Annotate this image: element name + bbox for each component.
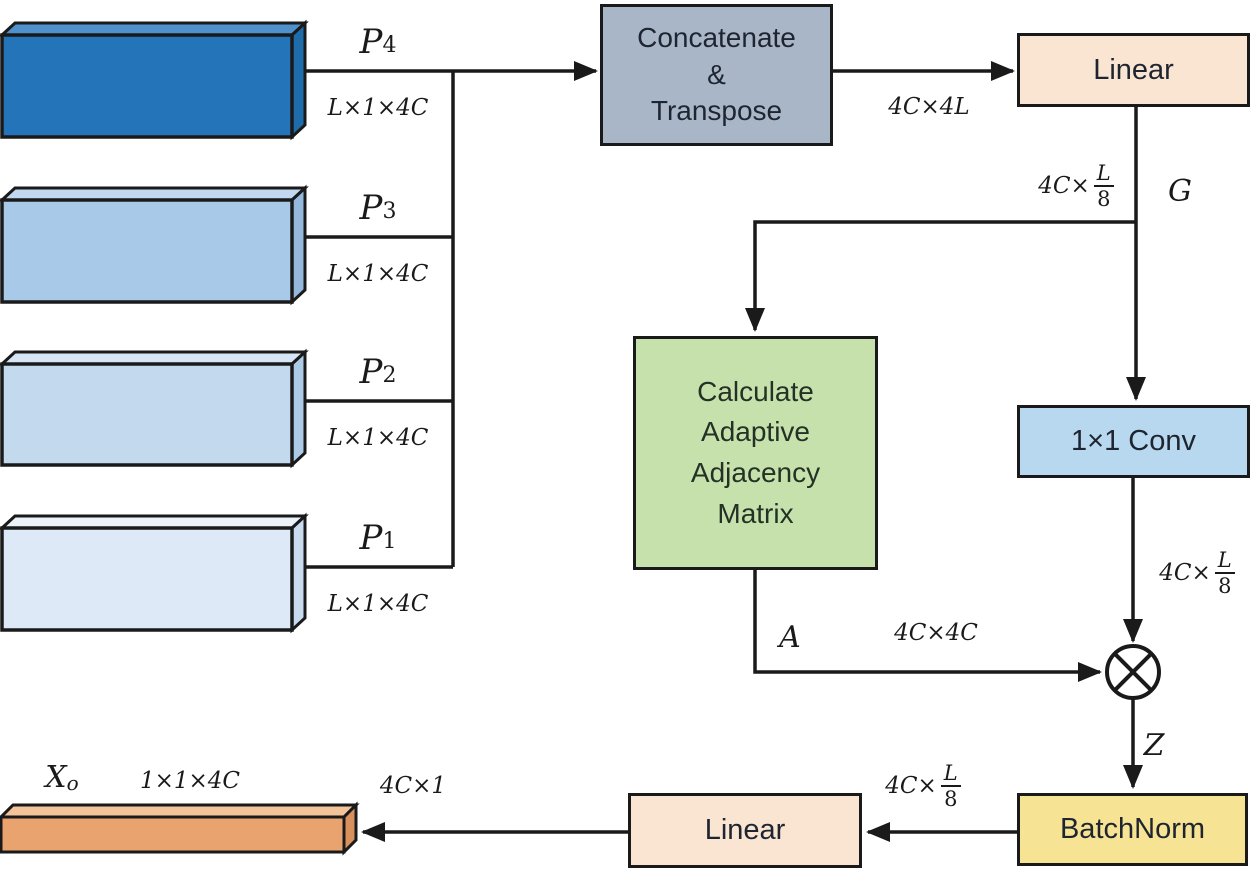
adjacency-line-2: Adaptive xyxy=(701,416,810,448)
p1-dim-label: L×1×4C xyxy=(327,591,429,617)
adjacency-line-4: Matrix xyxy=(717,497,794,529)
output-bar-top-face xyxy=(0,803,360,819)
conv-out-denominator: 8 xyxy=(1218,574,1232,598)
edge-adjacency-to-matmul xyxy=(753,570,1102,682)
a-dim-label: 4C×4C xyxy=(894,620,978,646)
adjacency-line-3: Adjacency xyxy=(690,457,821,488)
bn-out-numerator: L xyxy=(940,762,961,787)
p2-top-face xyxy=(0,350,309,366)
concat-line-2: & xyxy=(707,58,726,90)
conv-out-numerator: L xyxy=(1214,549,1235,574)
a-variable-label: A xyxy=(779,619,801,655)
p3-top-face xyxy=(0,186,309,202)
linear-top-block: Linear xyxy=(1017,33,1250,107)
conv-out-prefix: 4C× xyxy=(1159,560,1211,586)
g-variable-label: G xyxy=(1168,173,1192,209)
p4-side-face xyxy=(290,19,307,141)
linear-bottom-block: Linear xyxy=(628,793,862,868)
linear-top-label: Linear xyxy=(1093,53,1174,86)
p4-top-face xyxy=(0,21,309,37)
edge-g-branch-to-adjacency xyxy=(745,220,1136,332)
matmul-diagonal-2 xyxy=(1113,652,1153,692)
p1-label-base: P xyxy=(359,518,383,558)
p3-front-face xyxy=(0,198,294,304)
p2-front-face xyxy=(0,362,294,467)
input-tensor-p4 xyxy=(0,19,309,141)
matmul-operator-icon xyxy=(1105,644,1161,700)
p3-side-face xyxy=(290,184,307,306)
concat-line-3: Transpose xyxy=(650,95,783,127)
p2-side-face xyxy=(290,348,307,469)
output-label-base: X xyxy=(45,759,67,795)
batchnorm-block: BatchNorm xyxy=(1017,793,1248,866)
concat-out-dim-label: 4C×4L xyxy=(888,94,970,120)
output-bar-front-face xyxy=(0,815,346,854)
input-tensor-p2 xyxy=(0,348,309,469)
conv-1x1-block: 1×1 Conv xyxy=(1017,405,1250,478)
batchnorm-label: BatchNorm xyxy=(1059,813,1206,845)
p1-side-face xyxy=(290,512,307,634)
concatenate-transpose-block: Concatenate & Transpose xyxy=(600,4,833,146)
p4-dim-label: L×1×4C xyxy=(327,95,429,121)
concat-line-1: Concatenate xyxy=(637,22,796,54)
g-dim-denominator: 8 xyxy=(1097,187,1111,211)
p4-front-face xyxy=(0,33,294,139)
g-dim-numerator: L xyxy=(1093,162,1114,187)
input-tensor-p3 xyxy=(0,184,309,306)
g-dim-prefix: 4C× xyxy=(1038,173,1090,199)
p1-front-face xyxy=(0,526,294,632)
output-dim-label: 1×1×4C xyxy=(139,768,241,794)
p2-label-base: P xyxy=(359,352,383,392)
p3-dim-label: L×1×4C xyxy=(327,261,429,287)
input-tensor-p1 xyxy=(0,512,309,634)
bn-out-denominator: 8 xyxy=(944,787,958,811)
adjacency-matrix-block: Calculate Adaptive Adjacency Matrix xyxy=(633,336,878,570)
conv-1x1-label: 1×1 Conv xyxy=(1071,425,1196,457)
p3-label-base: P xyxy=(359,188,383,228)
p2-dim-label: L×1×4C xyxy=(327,425,429,451)
p1-top-face xyxy=(0,514,309,530)
linear-out-dim-label: 4C×1 xyxy=(379,773,447,799)
connector-lines xyxy=(304,61,1146,842)
adjacency-line-1: Calculate xyxy=(697,375,814,407)
linear-bottom-label: Linear xyxy=(704,814,786,846)
bn-out-prefix: 4C× xyxy=(885,773,937,799)
p4-label-base: P xyxy=(359,22,383,62)
z-variable-label: Z xyxy=(1143,727,1165,763)
output-tensor-bar xyxy=(0,801,360,856)
